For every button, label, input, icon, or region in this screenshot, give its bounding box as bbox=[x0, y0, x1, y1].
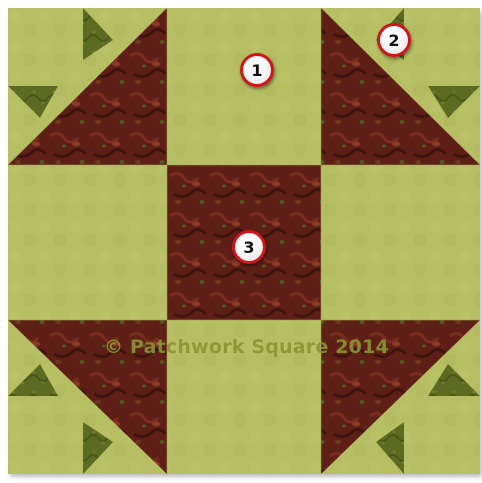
marker-1-label: 1 bbox=[251, 61, 262, 80]
marker-3-label: 3 bbox=[243, 238, 254, 257]
marker-1: 1 bbox=[240, 53, 274, 87]
marker-2: 2 bbox=[377, 23, 411, 57]
copyright-watermark: © Patchwork Square 2014 bbox=[104, 336, 389, 358]
quilt-block: 1 2 3 bbox=[8, 8, 480, 474]
marker-2-label: 2 bbox=[388, 31, 399, 50]
marker-3: 3 bbox=[232, 230, 266, 264]
